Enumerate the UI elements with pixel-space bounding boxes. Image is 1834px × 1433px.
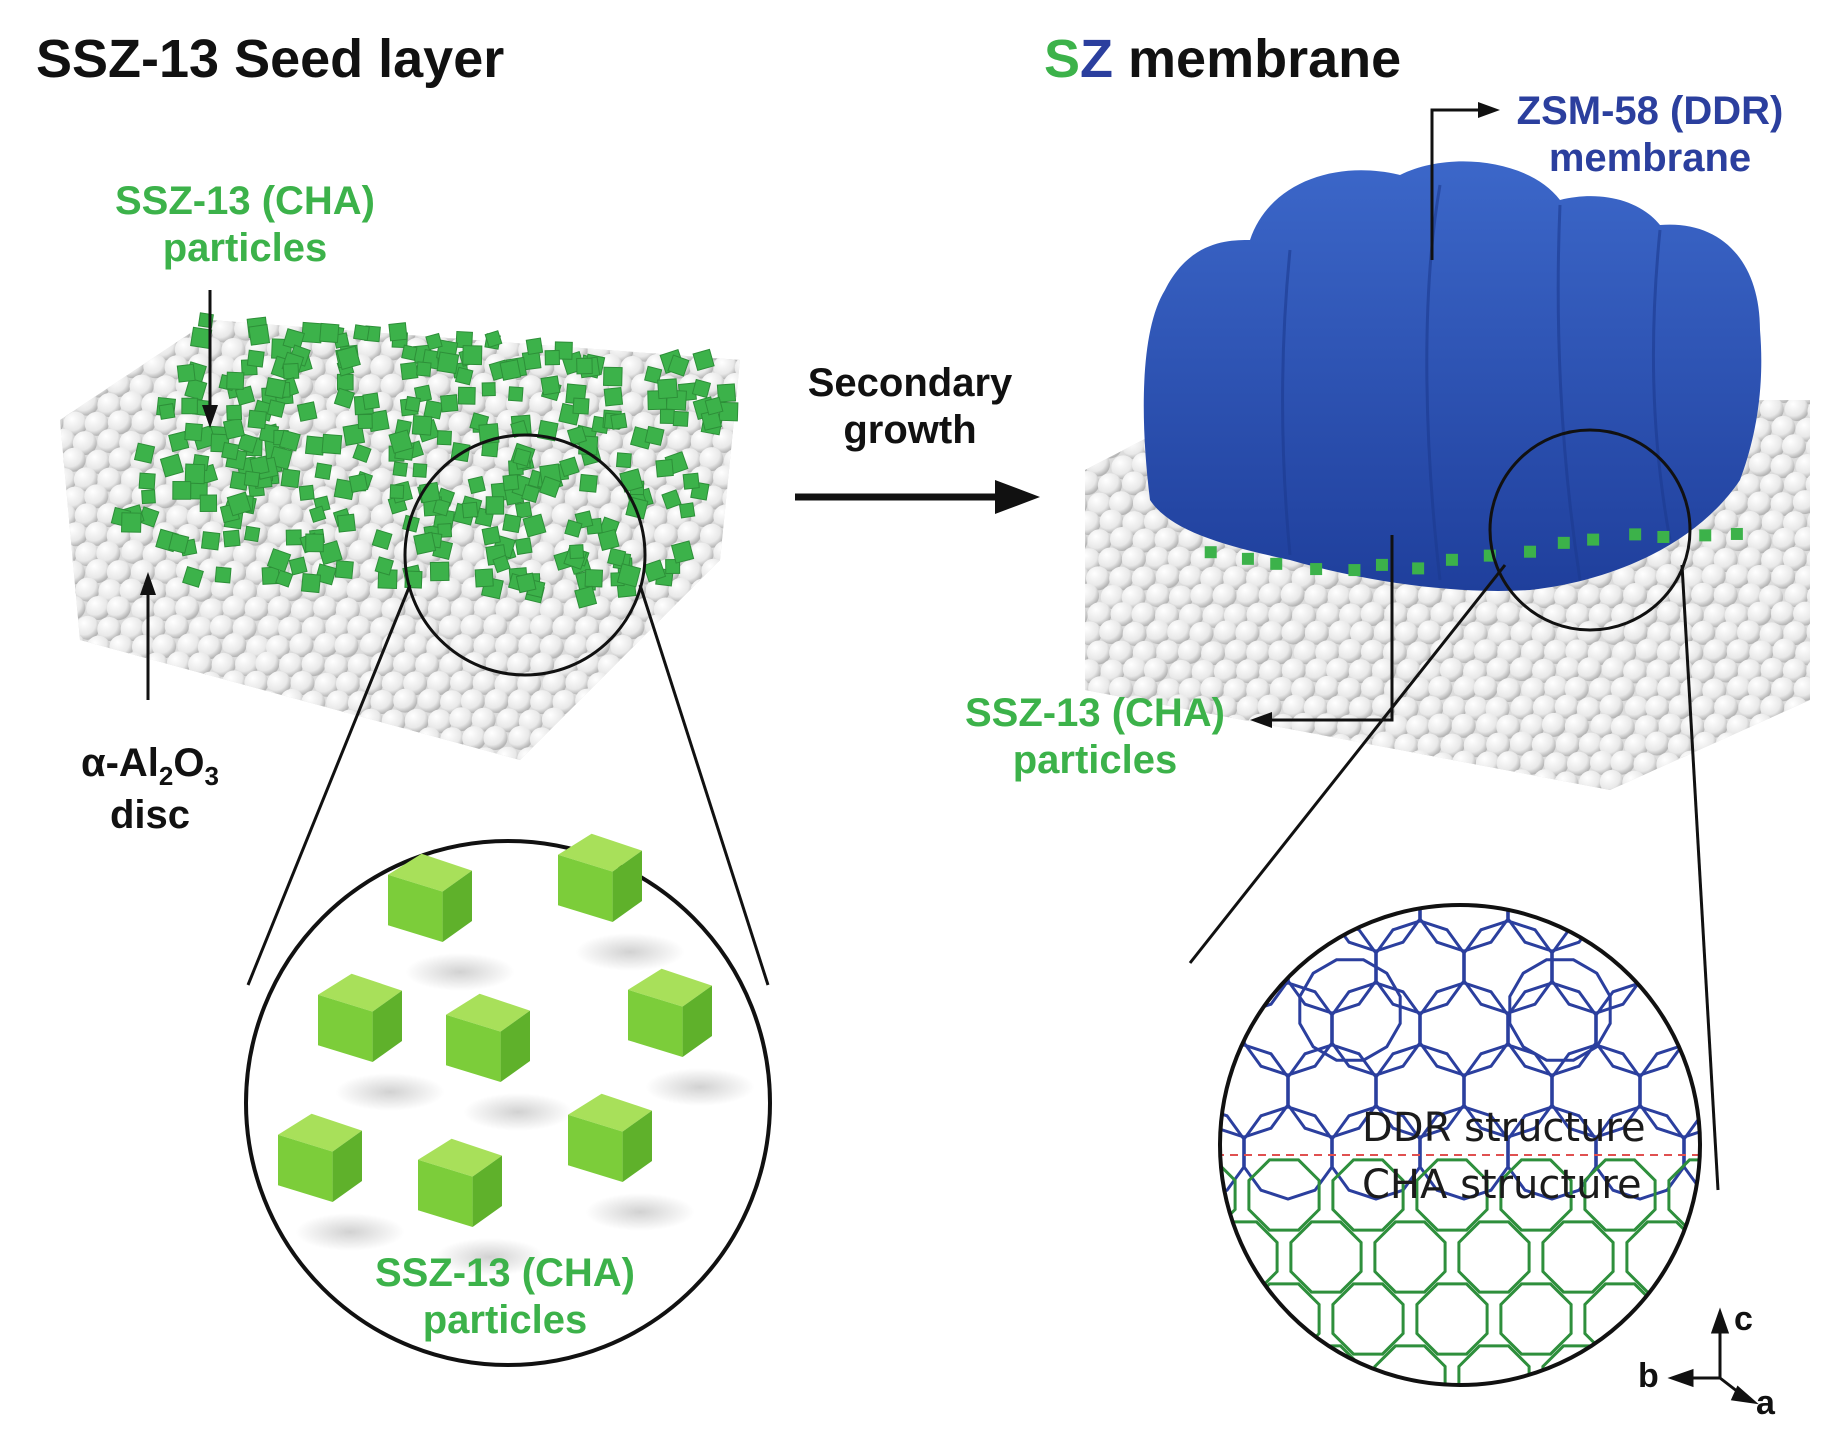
title-membrane-word: membrane xyxy=(1113,29,1402,89)
process-label-line2: growth xyxy=(843,408,977,453)
cha-seeds-under-membrane xyxy=(1204,527,1743,577)
cha-particles-line2: particles xyxy=(162,226,328,271)
zoom-particles-line2: particles xyxy=(422,1298,588,1343)
ddr-label-line1: ZSM-58 (DDR) xyxy=(1516,89,1784,133)
seed-layer-title: SSZ-13 Seed layer xyxy=(36,29,505,89)
cha-structure-label: CHA structure xyxy=(1362,1162,1642,1208)
zoom-particles-line1: SSZ-13 (CHA) xyxy=(374,1251,636,1295)
cha-particles-label-right: SSZ-13 (CHA) particles xyxy=(945,690,1245,784)
ddr-structure-label: DDR structure xyxy=(1362,1105,1646,1151)
process-label: Secondary growth xyxy=(760,360,1060,454)
axis-b-label: b xyxy=(1638,1357,1659,1395)
sz-membrane-title: SZ membrane xyxy=(1044,28,1401,92)
title-letter-z: Z xyxy=(1080,29,1114,89)
axis-c-label: c xyxy=(1734,1300,1753,1338)
ddr-membrane-label: ZSM-58 (DDR) membrane xyxy=(1500,88,1800,182)
ddr-membrane-blob xyxy=(1143,161,1762,591)
process-label-line1: Secondary xyxy=(807,361,1013,405)
cha-pointer-arrow xyxy=(1250,535,1394,728)
cha-right-line1: SSZ-13 (CHA) xyxy=(964,691,1226,735)
axis-a-label: a xyxy=(1756,1384,1775,1422)
cha-particles-label-top: SSZ-13 (CHA) particles xyxy=(95,178,395,272)
zoom-connector-right xyxy=(1188,428,1720,1191)
zoom-circle-left xyxy=(244,833,772,1367)
ddr-label-line2: membrane xyxy=(1548,136,1752,181)
alumina-disc-label: α-Al2O3 disc xyxy=(40,740,260,839)
axes-indicator xyxy=(1667,1307,1759,1405)
cha-particles-line1: SSZ-13 (CHA) xyxy=(114,179,376,223)
particles-pointer-arrow xyxy=(202,290,218,428)
seed-particles-layer xyxy=(110,312,739,609)
process-arrow xyxy=(795,480,1040,514)
zoom-connector-left xyxy=(246,433,770,986)
cha-particles-label-zoom: SSZ-13 (CHA) particles xyxy=(355,1250,655,1344)
ddr-pointer-arrow xyxy=(1430,102,1500,260)
alumina-disc-word: disc xyxy=(109,792,191,837)
title-letter-s: S xyxy=(1044,29,1081,89)
cha-right-line2: particles xyxy=(1012,738,1178,783)
disc-pointer-arrow xyxy=(140,572,156,700)
alumina-formula: α-Al2O3 xyxy=(81,741,219,791)
